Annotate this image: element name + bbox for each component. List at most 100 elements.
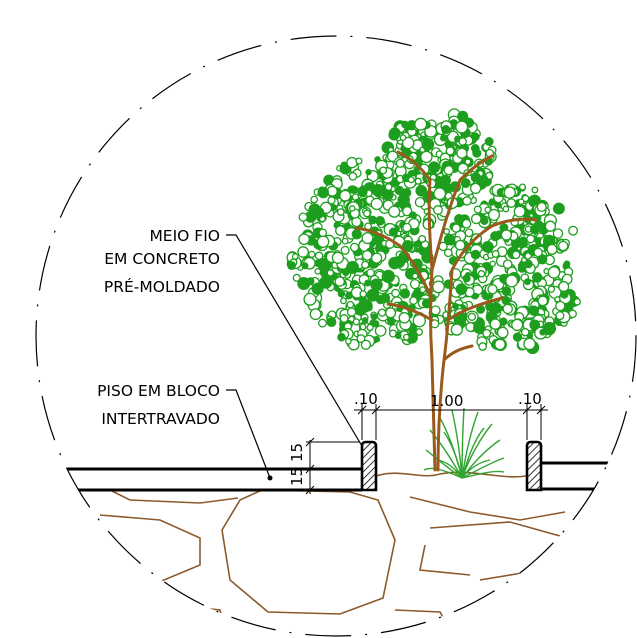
leaf (536, 201, 547, 213)
leaf (547, 285, 556, 293)
leaf (326, 317, 337, 328)
leaf (331, 251, 345, 264)
leaf (361, 260, 370, 269)
leaf (529, 319, 541, 331)
leaf (361, 232, 374, 245)
leaf (297, 246, 309, 258)
leaf (489, 260, 496, 267)
tree-icon (286, 108, 581, 472)
leaf (303, 292, 317, 306)
paving-label-line1: PISO EM BLOCO (97, 382, 220, 400)
leaf (478, 342, 488, 351)
leaf (363, 209, 371, 218)
leaf (318, 318, 327, 328)
leaf (472, 148, 482, 158)
leaf (359, 290, 367, 298)
leaf (340, 245, 350, 255)
leaf (537, 295, 549, 307)
leaf (502, 259, 513, 270)
leaf (339, 189, 352, 202)
leaf (418, 234, 427, 243)
leaf (439, 174, 451, 187)
leaf (473, 321, 486, 334)
leaf (374, 325, 387, 337)
leaf (506, 198, 517, 208)
leaf (552, 228, 564, 239)
leaf (381, 269, 395, 284)
leaf (395, 158, 405, 168)
leaf (336, 208, 345, 216)
leaf (451, 223, 461, 233)
leaf (401, 120, 409, 129)
leaf (356, 334, 366, 344)
leaf (349, 242, 360, 253)
leaf (334, 276, 345, 287)
dim-planting-width: 1.00 (430, 392, 463, 410)
leaf (464, 228, 474, 238)
leaf (399, 134, 407, 141)
leaf (537, 254, 548, 265)
soil-surface (375, 471, 527, 478)
leaf (399, 288, 411, 299)
leaf (402, 333, 410, 341)
leaf (409, 278, 421, 290)
leaf (298, 212, 308, 222)
leaf (470, 249, 481, 260)
leaf (360, 339, 372, 350)
leaf (309, 308, 322, 321)
leaf (346, 300, 355, 309)
leaf (487, 284, 498, 295)
leaf (520, 327, 530, 337)
leaf (337, 332, 346, 342)
leaf (531, 272, 543, 283)
leaf (409, 296, 418, 305)
leaf (346, 260, 360, 274)
soil-stones (89, 489, 601, 631)
leaf (359, 323, 367, 331)
leaf (443, 233, 456, 246)
dim-right-curb: .10 (518, 390, 542, 408)
leaf (470, 213, 482, 225)
leaf (316, 235, 330, 248)
leaf (348, 185, 358, 194)
leaf (352, 318, 360, 326)
leaf (364, 279, 372, 287)
leaf (511, 250, 521, 260)
leader-dot (267, 475, 273, 481)
leaf (470, 172, 481, 183)
leaf (480, 216, 489, 225)
leaf (314, 268, 322, 275)
leaf (388, 205, 401, 218)
dim-vertical-upper: 15 (288, 443, 306, 462)
leaf (456, 147, 468, 159)
leaf (420, 150, 433, 164)
leaf (494, 338, 506, 351)
leaf (450, 323, 463, 336)
leaf (443, 248, 453, 258)
leaf (477, 270, 486, 278)
leaf (357, 186, 368, 197)
leaf (484, 206, 492, 214)
leaf (366, 323, 374, 332)
leaf (469, 182, 482, 195)
leaf (337, 289, 346, 298)
leaf (544, 220, 557, 232)
leaf (326, 269, 335, 277)
leaf (452, 303, 459, 310)
leaf (490, 231, 501, 242)
leaf (428, 161, 441, 174)
leaf (502, 205, 510, 213)
leaf (341, 237, 349, 245)
leaf (464, 158, 472, 166)
leaf (421, 138, 435, 151)
leaf (287, 261, 297, 270)
leaf (458, 137, 467, 146)
leaf (414, 117, 428, 131)
leaf (560, 290, 569, 299)
leaf (379, 166, 388, 175)
leaf (327, 196, 336, 205)
leaf (292, 273, 301, 282)
leaf (366, 268, 375, 278)
leaf (341, 268, 350, 276)
leaf (433, 187, 447, 201)
